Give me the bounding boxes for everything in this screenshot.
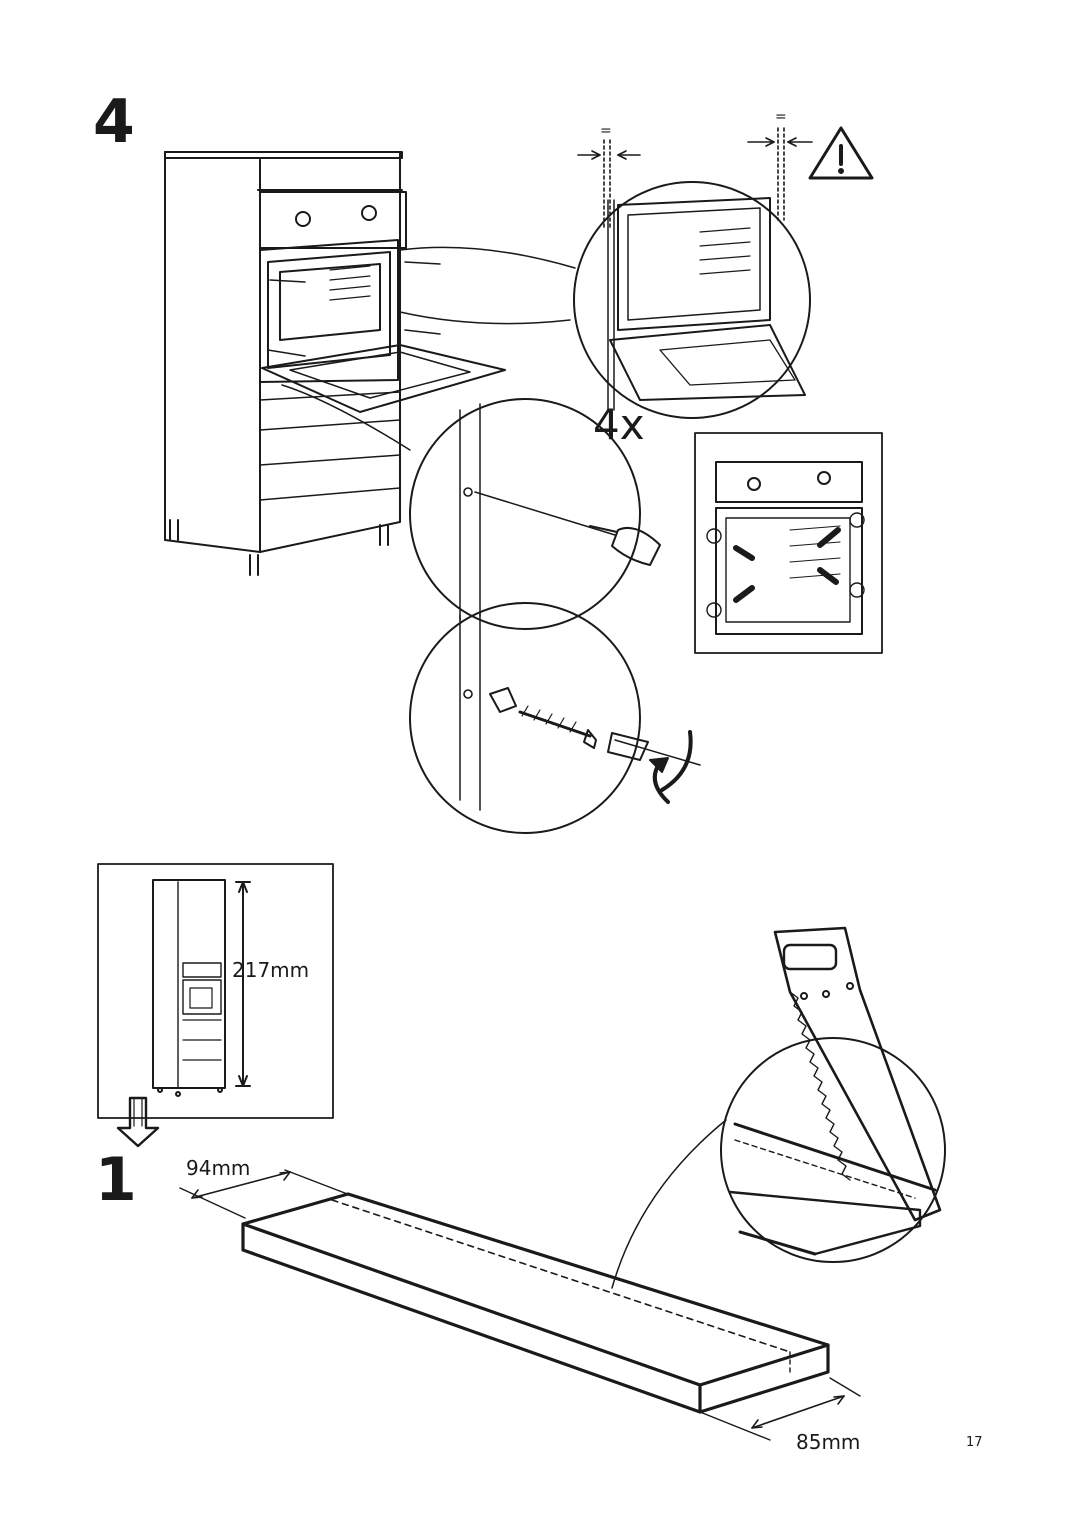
cut-width-bottom-label: 85mm [796, 1430, 861, 1454]
detail-oven-side-circle [399, 181, 811, 419]
detail-saw-circle [611, 926, 946, 1289]
equal-sign-left: = [600, 123, 612, 139]
front-view-box [694, 432, 883, 654]
rotate-arrow-icon [649, 730, 693, 804]
down-arrow-icon [116, 1096, 160, 1148]
board-illustration [179, 1169, 861, 1441]
warning-triangle-icon [808, 126, 874, 180]
detail-screwdriver-circle [281, 384, 661, 630]
cabinet-height-label: 217mm [232, 958, 310, 982]
cut-width-top-label: 94mm [186, 1156, 251, 1180]
step-number-1: 1 [95, 1145, 137, 1215]
cabinet-height-box [97, 863, 334, 1119]
control-knob-right [361, 205, 377, 221]
screw-icon [518, 705, 597, 749]
page-number: 17 [966, 1435, 983, 1450]
step-number-4: 4 [93, 87, 135, 157]
plastic-cap [489, 687, 517, 713]
control-knob-left [295, 211, 311, 227]
screwdriver-icon [474, 491, 661, 566]
equal-sign-right: = [775, 109, 787, 125]
quantity-multiplier: 4x [593, 400, 645, 449]
saw-icon [773, 926, 942, 1222]
detail-screw-circle [409, 602, 701, 834]
cabinet-illustration [164, 151, 506, 576]
equal-gap-indicators [577, 127, 813, 231]
